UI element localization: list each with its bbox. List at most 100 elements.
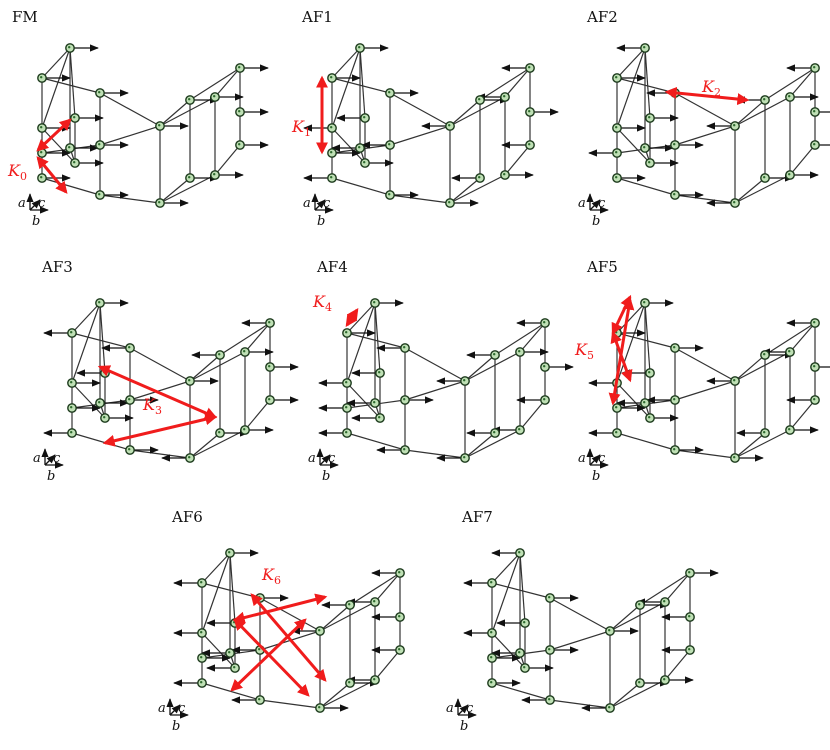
lattice-edge: [734, 351, 791, 382]
lattice-edge: [616, 47, 646, 79]
k-arrow: [664, 86, 750, 106]
atom-highlight: [378, 416, 381, 419]
axis-b-label: b: [317, 214, 325, 229]
lattice-edge: [674, 347, 736, 382]
k-arrow: [102, 413, 218, 447]
lattice-edge: [71, 332, 131, 349]
atom-highlight: [490, 656, 493, 659]
atom-highlight: [813, 143, 816, 146]
lattice-edge: [764, 322, 816, 356]
atom-highlight: [643, 46, 646, 49]
panel-title: AF6: [171, 508, 203, 526]
lattice-edge: [616, 432, 676, 451]
lattice-edge: [346, 382, 381, 419]
panel-title: AF4: [316, 258, 348, 276]
atom-highlight: [673, 193, 676, 196]
lattice-edge: [449, 99, 481, 127]
axis-b-label: b: [592, 214, 600, 229]
atoms: [327, 43, 535, 208]
atom-highlight: [518, 350, 521, 353]
axis-b-label: b: [592, 469, 600, 484]
lattice-edge: [616, 177, 676, 196]
lattice-edge: [159, 174, 216, 204]
atom-highlight: [448, 201, 451, 204]
atom-highlight: [493, 431, 496, 434]
lattice-edge: [389, 125, 451, 146]
atom-highlight: [528, 110, 531, 113]
atom-highlight: [388, 91, 391, 94]
atom-highlight: [518, 428, 521, 431]
atom-highlight: [490, 631, 493, 634]
k-label-main: K: [7, 161, 21, 180]
atom-highlight: [448, 124, 451, 127]
atom-highlight: [238, 66, 241, 69]
lattice-edge: [789, 67, 816, 98]
lattice-edge: [644, 302, 651, 374]
atom-highlight: [318, 629, 321, 632]
atom-highlight: [98, 401, 101, 404]
axis-c-label: c: [598, 196, 606, 211]
lattice-edge: [734, 96, 791, 127]
k-arrows: [230, 593, 328, 697]
atom-highlight: [490, 581, 493, 584]
lattice-edge: [644, 47, 651, 119]
atom-highlight: [188, 176, 191, 179]
atom-highlight: [258, 596, 261, 599]
axis-c-arrow: [319, 454, 331, 466]
lattice-edge: [449, 174, 506, 204]
lattice-edge: [491, 582, 551, 599]
k-arrow: [345, 308, 359, 327]
axis-b-label: b: [47, 469, 55, 484]
lattice-edge: [201, 682, 261, 701]
atom-highlight: [788, 428, 791, 431]
lattice-edge: [389, 92, 451, 127]
atom-highlight: [463, 379, 466, 382]
atom-highlight: [615, 431, 618, 434]
axis-c-label: c: [598, 451, 606, 466]
atom-highlight: [388, 143, 391, 146]
lattice: [491, 552, 691, 709]
atom-highlight: [200, 656, 203, 659]
axis-a-label: a: [303, 196, 311, 211]
atom-highlight: [638, 681, 641, 684]
k-label-sub: 2: [714, 86, 721, 99]
lattice-edge: [359, 47, 366, 119]
atom-highlight: [98, 143, 101, 146]
lattice-edge: [319, 601, 376, 632]
lattice-edge: [331, 77, 391, 94]
atom-highlight: [643, 146, 646, 149]
lattice-edge: [464, 429, 521, 459]
atom-highlight: [648, 161, 651, 164]
k-label-sub: 3: [155, 404, 162, 417]
atom-highlight: [238, 110, 241, 113]
lattice-edge: [99, 125, 161, 146]
axis-c-arrow: [457, 704, 469, 716]
axis-c-label: c: [328, 451, 336, 466]
atom-highlight: [70, 431, 73, 434]
k-arrow: [608, 297, 635, 406]
axis-c-arrow: [44, 454, 56, 466]
lattice-edge: [519, 552, 526, 624]
atom-highlight: [358, 146, 361, 149]
atom-highlight: [673, 143, 676, 146]
k-label: K0: [7, 161, 27, 183]
atom-highlight: [615, 406, 618, 409]
axis-b-label: b: [172, 719, 180, 734]
axis-a-label: a: [18, 196, 26, 211]
lattice-edge: [664, 649, 691, 681]
lattice-edge: [189, 429, 246, 459]
atom-highlight: [490, 681, 493, 684]
atom-highlight: [345, 431, 348, 434]
lattice-edge: [549, 597, 611, 632]
atom-highlight: [213, 95, 216, 98]
atom-highlight: [638, 603, 641, 606]
k-label: K2: [701, 77, 721, 99]
atom-highlight: [643, 401, 646, 404]
lattice-edge: [214, 67, 241, 98]
